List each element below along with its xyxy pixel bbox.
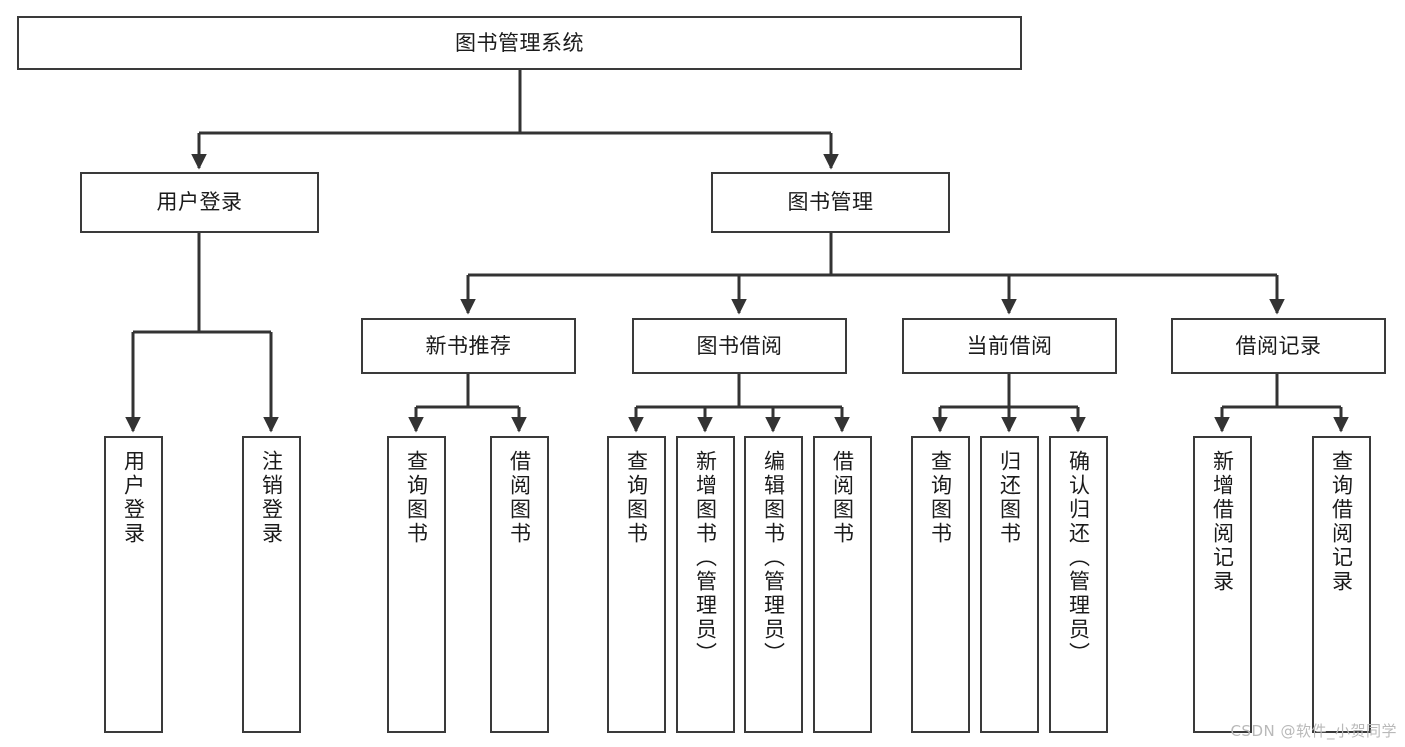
node-label: 借阅图书 bbox=[507, 450, 532, 546]
node-current-borrowing[interactable]: 当前借阅 bbox=[902, 318, 1117, 374]
node-borrowing-records[interactable]: 借阅记录 bbox=[1171, 318, 1386, 374]
node-label: 归还图书 bbox=[997, 450, 1022, 546]
node-label: 查询图书 bbox=[404, 450, 429, 546]
node-label: 新增借阅记录 bbox=[1210, 450, 1235, 594]
node-user-login[interactable]: 用户登录 bbox=[80, 172, 319, 233]
node-root-book-management-system[interactable]: 图书管理系统 bbox=[17, 16, 1022, 70]
node-label: 图书借阅 bbox=[696, 333, 783, 358]
node-label: 图书管理 bbox=[787, 190, 874, 215]
node-leaf-borrow-books[interactable]: 借阅图书 bbox=[813, 436, 872, 733]
node-leaf-query-borrow-record[interactable]: 查询借阅记录 bbox=[1312, 436, 1371, 733]
node-label: 用户登录 bbox=[156, 190, 243, 215]
node-label: 新增图书（管理员） bbox=[693, 450, 718, 666]
node-leaf-confirm-return-admin[interactable]: 确认归还（管理员） bbox=[1049, 436, 1108, 733]
node-leaf-return-books[interactable]: 归还图书 bbox=[980, 436, 1039, 733]
node-label: 查询图书 bbox=[624, 450, 649, 546]
node-leaf-add-borrow-record[interactable]: 新增借阅记录 bbox=[1193, 436, 1252, 733]
node-label: 注销登录 bbox=[259, 450, 284, 546]
node-label: 新书推荐 bbox=[425, 333, 512, 358]
node-book-management[interactable]: 图书管理 bbox=[711, 172, 950, 233]
node-label: 当前借阅 bbox=[966, 333, 1053, 358]
node-label: 用户登录 bbox=[121, 450, 146, 546]
node-label: 查询图书 bbox=[928, 450, 953, 546]
node-book-borrowing[interactable]: 图书借阅 bbox=[632, 318, 847, 374]
node-label: 借阅图书 bbox=[830, 450, 855, 546]
node-leaf-add-book-admin[interactable]: 新增图书（管理员） bbox=[676, 436, 735, 733]
csdn-watermark: CSDN @软件_小贺同学 bbox=[1230, 722, 1397, 740]
node-new-book-recommendation[interactable]: 新书推荐 bbox=[361, 318, 576, 374]
node-label: 查询借阅记录 bbox=[1329, 450, 1354, 594]
node-label: 确认归还（管理员） bbox=[1066, 450, 1091, 666]
node-label: 编辑图书（管理员） bbox=[761, 450, 786, 666]
node-leaf-query-books-current[interactable]: 查询图书 bbox=[911, 436, 970, 733]
node-leaf-borrow-books-recommend[interactable]: 借阅图书 bbox=[490, 436, 549, 733]
node-label: 借阅记录 bbox=[1235, 333, 1322, 358]
node-leaf-logout[interactable]: 注销登录 bbox=[242, 436, 301, 733]
node-leaf-edit-book-admin[interactable]: 编辑图书（管理员） bbox=[744, 436, 803, 733]
node-label: 图书管理系统 bbox=[455, 30, 584, 55]
node-leaf-user-login[interactable]: 用户登录 bbox=[104, 436, 163, 733]
node-leaf-query-books-borrow[interactable]: 查询图书 bbox=[607, 436, 666, 733]
node-leaf-query-books-recommend[interactable]: 查询图书 bbox=[387, 436, 446, 733]
